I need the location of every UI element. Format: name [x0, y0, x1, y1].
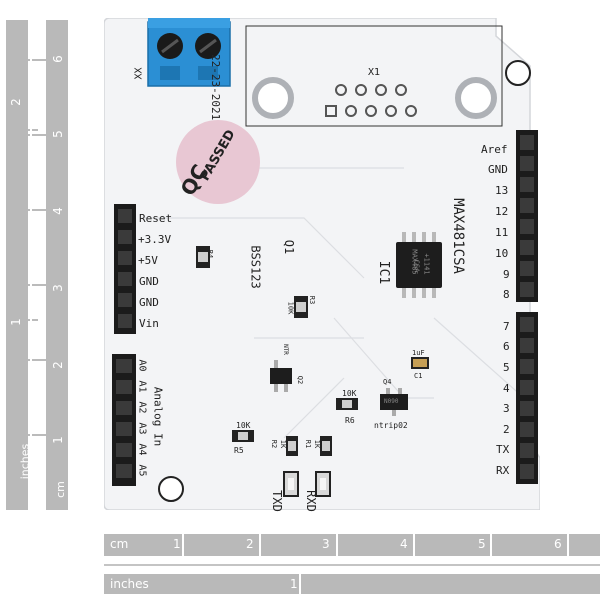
- pin-label-rx: RX: [496, 464, 510, 477]
- ruler-cm-mark-2: 2: [50, 361, 65, 369]
- ruler-bottom-cm-1: 1: [173, 537, 181, 551]
- r3-value: 10K: [286, 301, 295, 315]
- c1-label: C1: [414, 372, 423, 380]
- pin-label-a2: A2: [136, 401, 148, 414]
- ruler-bottom-inches-label: inches: [110, 577, 149, 591]
- ruler-inches-strip: [6, 20, 28, 510]
- q2-label: Q2: [296, 375, 305, 385]
- pin-label-a5: A5: [136, 464, 148, 477]
- ruler-cm-mark-4: 4: [50, 207, 65, 215]
- pin-label-tx: TX: [496, 443, 510, 456]
- pin-label-10: 10: [495, 247, 509, 260]
- chip-marking-2: CSA: [412, 259, 421, 273]
- ruler-inches-label: inches: [18, 443, 32, 480]
- r2-value: 1K: [279, 439, 288, 449]
- q4-label: Q4: [383, 378, 392, 386]
- pin-label-aref: Aref: [481, 143, 508, 156]
- qc-sticker: [176, 120, 260, 204]
- digital-header-top: [516, 130, 538, 302]
- q4-part: ntrip02: [374, 421, 408, 430]
- ruler-cm-label: cm: [53, 481, 67, 498]
- c1-capacitor: [411, 357, 429, 369]
- ruler-bottom-inch-1: 1: [290, 577, 298, 591]
- pin-label-a0: A0: [136, 359, 148, 372]
- q2-marking: NTR: [281, 344, 289, 355]
- r1-label: R1: [304, 439, 313, 449]
- pin-label-11: 11: [495, 226, 509, 239]
- pin-label-gnd-2: GND: [139, 296, 159, 309]
- pin-label-2: 2: [503, 423, 510, 436]
- rx-led-label: RXD: [303, 490, 318, 512]
- r3-label: R3: [308, 295, 317, 305]
- ruler-cm-mark-3: 3: [50, 284, 65, 292]
- pin-label-8: 8: [503, 288, 510, 301]
- r4-label: R4: [206, 249, 215, 259]
- pin-label-6: 6: [503, 340, 510, 353]
- pin-label-9: 9: [503, 268, 510, 281]
- ruler-cm-mark-1: 1: [50, 436, 65, 444]
- ruler-cm-mark-5: 5: [50, 130, 65, 138]
- q4-transistor: [380, 394, 408, 410]
- pin-label-5: 5: [503, 361, 510, 374]
- r2-label: R2: [270, 439, 279, 449]
- q2-transistor: [270, 368, 292, 384]
- q4-marking: N090: [384, 398, 399, 405]
- pin-label-13: 13: [495, 184, 509, 197]
- screw-terminal: [147, 18, 231, 87]
- ruler-bottom-cm-label: cm: [110, 537, 129, 551]
- r5-value: 10K: [236, 421, 251, 430]
- ruler-bottom-cm-5: 5: [478, 537, 486, 551]
- transistor-part: BSS123: [248, 245, 263, 289]
- r5-label: R5: [234, 446, 244, 455]
- ic-part: MAX481CSA: [449, 198, 466, 274]
- pin-label-gnd-d: GND: [488, 163, 508, 176]
- pin-label-a4: A4: [136, 443, 148, 456]
- shield-board: [104, 18, 540, 510]
- rs485-ic: [396, 232, 442, 298]
- ruler-inches-strip-bottom: [104, 574, 600, 594]
- ic-label: IC1: [376, 260, 392, 285]
- pin-label-vin: Vin: [139, 317, 159, 330]
- r6-label: R6: [345, 416, 355, 425]
- pin-label-12: 12: [495, 205, 509, 218]
- pin-label-a3: A3: [136, 422, 148, 435]
- terminal-label: XX: [133, 67, 145, 80]
- analog-title: Analog In: [151, 386, 165, 447]
- pin-label-3v3: +3.3V: [138, 233, 172, 246]
- pin-label-7: 7: [503, 320, 510, 333]
- ruler-cm-strip-bottom: [104, 534, 600, 556]
- ruler-cm-strip: [46, 20, 68, 510]
- ruler-bottom-cm-6: 6: [554, 537, 562, 551]
- pin-label-reset: Reset: [139, 212, 173, 225]
- connector-label: X1: [368, 67, 381, 78]
- ruler-bottom-cm-2: 2: [246, 537, 254, 551]
- tx-led-label: TXD: [269, 490, 284, 512]
- left-ruler: [6, 20, 68, 510]
- date-code: 22-23-2021: [209, 54, 222, 121]
- pin-label-3: 3: [503, 402, 510, 415]
- ruler-inch-mark-2: 2: [8, 98, 23, 106]
- pin-label-5v: +5V: [138, 254, 158, 267]
- r6-value: 10K: [342, 389, 357, 398]
- ruler-inch-mark-1: 1: [8, 318, 23, 326]
- digital-header-bottom: [516, 312, 538, 484]
- r1-value: 1K: [313, 439, 322, 449]
- pin-label-a1: A1: [136, 380, 148, 393]
- ruler-bottom-cm-4: 4: [400, 537, 408, 551]
- bottom-ruler: [104, 530, 600, 596]
- pin-label-gnd-1: GND: [139, 275, 159, 288]
- chip-marking-3: +1141: [422, 253, 431, 275]
- ruler-cm-mark-6: 6: [50, 55, 65, 63]
- ruler-bottom-cm-3: 3: [322, 537, 330, 551]
- c1-value: 1uF: [412, 349, 425, 357]
- pin-label-4: 4: [503, 382, 510, 395]
- transistor-label: Q1: [282, 239, 297, 255]
